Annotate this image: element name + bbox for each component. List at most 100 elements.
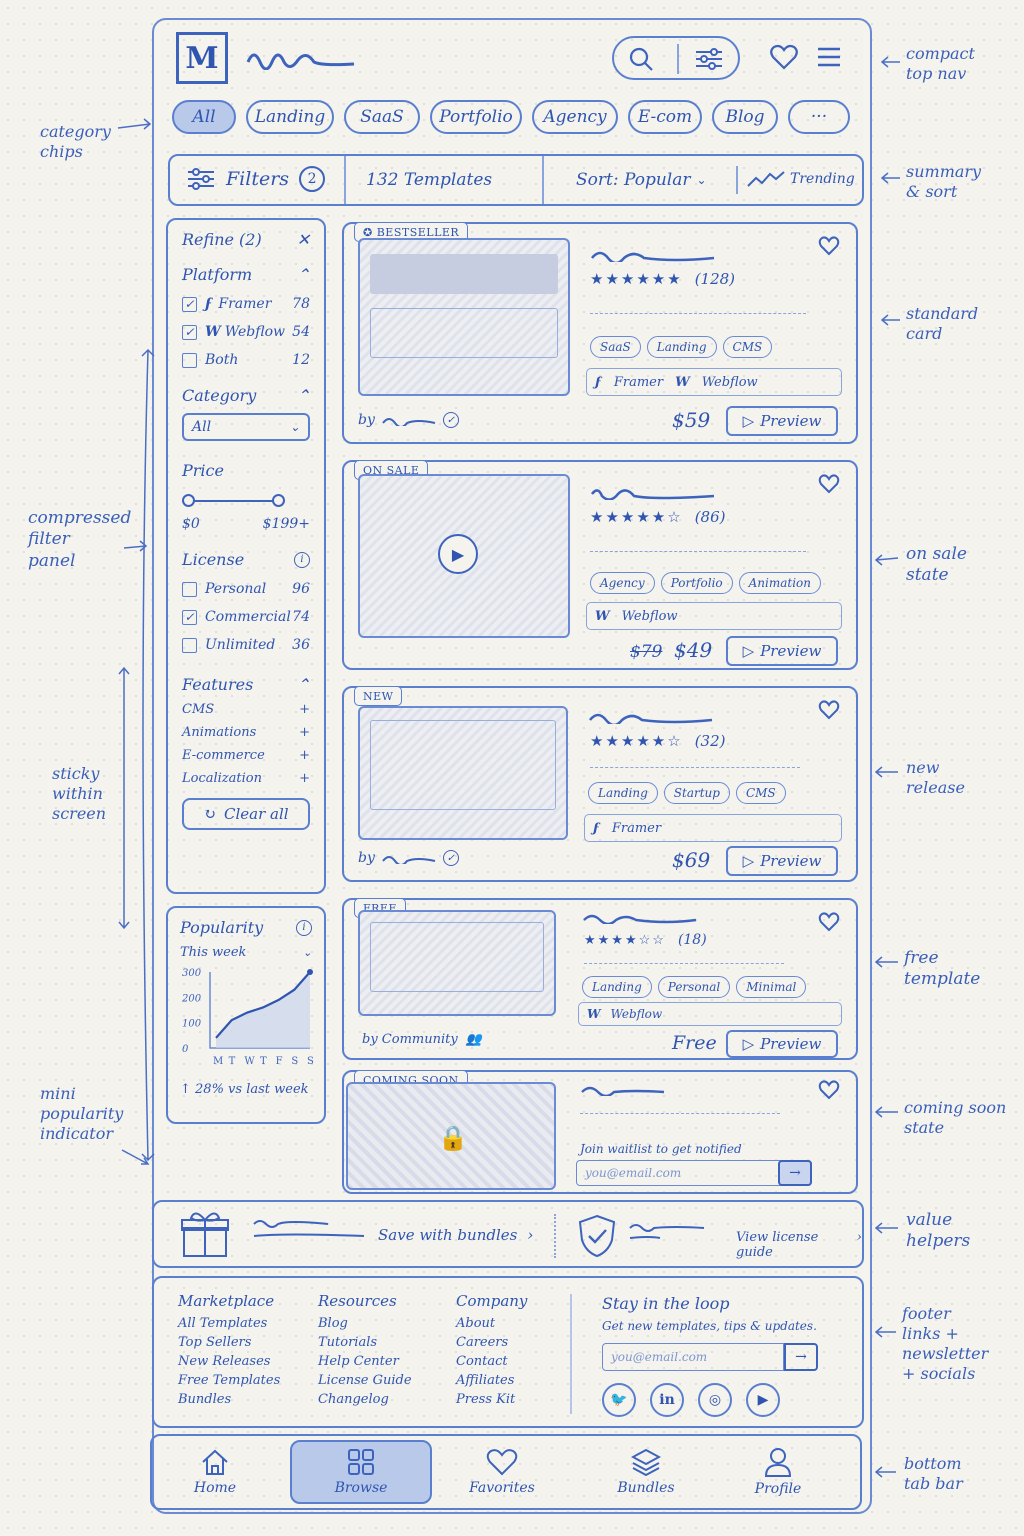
feature-animations[interactable]: Animations+ bbox=[182, 725, 310, 740]
license-option-unlimited[interactable]: Unlimited 36 bbox=[182, 637, 310, 653]
preview-button[interactable]: ▷Preview bbox=[726, 846, 838, 876]
footer-link[interactable]: All Templates bbox=[178, 1316, 268, 1331]
close-icon[interactable]: ✕ bbox=[296, 230, 310, 249]
chevron-up-icon[interactable]: ⌃ bbox=[296, 675, 310, 694]
chip-more[interactable]: ··· bbox=[788, 100, 850, 134]
license-guide-link[interactable]: View license guide› bbox=[736, 1230, 862, 1260]
footer-link[interactable]: Top Sellers bbox=[178, 1335, 252, 1350]
template-thumbnail[interactable] bbox=[358, 910, 556, 1016]
tag[interactable]: CMS bbox=[735, 782, 786, 804]
tag[interactable]: Portfolio bbox=[660, 572, 733, 594]
license-option-commercial[interactable]: ✓Commercial 74 bbox=[182, 609, 310, 625]
price-range-slider[interactable] bbox=[182, 494, 310, 508]
footer-link[interactable]: Free Templates bbox=[178, 1373, 281, 1388]
template-thumbnail[interactable]: ▶ bbox=[358, 474, 570, 638]
favorite-heart-icon[interactable] bbox=[818, 700, 840, 724]
chip-landing[interactable]: Landing bbox=[246, 100, 334, 134]
twitter-icon[interactable]: 🐦 bbox=[602, 1383, 636, 1417]
feature-ecommerce[interactable]: E-commerce+ bbox=[182, 748, 310, 763]
favorite-heart-icon[interactable] bbox=[818, 912, 840, 936]
logo[interactable]: M bbox=[176, 32, 228, 84]
footer-link[interactable]: About bbox=[456, 1316, 496, 1331]
checkbox-empty[interactable] bbox=[182, 637, 197, 653]
footer-link[interactable]: Blog bbox=[318, 1316, 348, 1331]
filters-button[interactable]: Filters 2 bbox=[186, 166, 326, 192]
chip-agency[interactable]: Agency bbox=[532, 100, 618, 134]
template-thumbnail[interactable] bbox=[358, 706, 568, 840]
feature-localization[interactable]: Localization+ bbox=[182, 771, 310, 786]
footer-link[interactable]: Press Kit bbox=[456, 1392, 516, 1407]
tag[interactable]: Personal bbox=[657, 976, 731, 998]
license-option-personal[interactable]: Personal 96 bbox=[182, 581, 310, 597]
checkbox-empty[interactable] bbox=[182, 352, 197, 368]
template-thumbnail[interactable] bbox=[358, 238, 570, 396]
tab-profile[interactable]: Profile bbox=[724, 1438, 832, 1506]
newsletter-email-input[interactable]: you@email.com bbox=[602, 1343, 784, 1371]
footer-link[interactable]: License Guide bbox=[318, 1373, 412, 1388]
preview-button[interactable]: ▷Preview bbox=[726, 406, 838, 436]
info-icon[interactable]: i bbox=[296, 919, 312, 936]
tag[interactable]: Agency bbox=[590, 572, 655, 594]
clear-all-button[interactable]: ↻Clear all bbox=[182, 798, 310, 830]
tag[interactable]: Landing bbox=[588, 782, 658, 804]
checkbox-empty[interactable] bbox=[182, 581, 197, 597]
play-video-icon[interactable]: ▶ bbox=[438, 534, 478, 574]
tab-favorites[interactable]: Favorites bbox=[450, 1438, 554, 1506]
tag[interactable]: Landing bbox=[646, 336, 717, 358]
tab-bundles[interactable]: Bundles bbox=[592, 1438, 700, 1506]
search-icon[interactable] bbox=[628, 46, 654, 76]
chip-portfolio[interactable]: Portfolio bbox=[430, 100, 522, 134]
tag[interactable]: Minimal bbox=[736, 976, 807, 998]
slider-handle-max[interactable] bbox=[272, 494, 285, 507]
linkedin-icon[interactable]: in bbox=[650, 1383, 684, 1417]
chip-ecom[interactable]: E-com bbox=[628, 100, 702, 134]
footer-link[interactable]: Bundles bbox=[178, 1392, 232, 1407]
menu-icon[interactable] bbox=[816, 46, 842, 72]
tag[interactable]: Animation bbox=[738, 572, 822, 594]
favorite-heart-icon[interactable] bbox=[818, 236, 840, 260]
preview-button[interactable]: ▷Preview bbox=[726, 636, 838, 666]
feature-cms[interactable]: CMS+ bbox=[182, 702, 310, 717]
period-select[interactable]: This week⌄ bbox=[180, 945, 312, 960]
instagram-icon[interactable]: ◎ bbox=[698, 1383, 732, 1417]
category-select[interactable]: All⌄ bbox=[182, 413, 310, 441]
slider-handle-min[interactable] bbox=[182, 494, 195, 507]
tag[interactable]: Startup bbox=[663, 782, 730, 804]
sliders-icon[interactable] bbox=[694, 46, 724, 76]
tag[interactable]: CMS bbox=[722, 336, 773, 358]
favorite-heart-icon[interactable] bbox=[818, 474, 840, 498]
preview-button[interactable]: ▷Preview bbox=[726, 1030, 838, 1058]
footer-link[interactable]: Changelog bbox=[318, 1392, 389, 1407]
checkbox-checked[interactable]: ✓ bbox=[182, 609, 197, 625]
info-icon[interactable]: i bbox=[294, 551, 310, 568]
chevron-up-icon[interactable]: ⌃ bbox=[296, 386, 310, 405]
chip-saas[interactable]: SaaS bbox=[344, 100, 420, 134]
footer-link[interactable]: New Releases bbox=[178, 1354, 271, 1369]
waitlist-submit-button[interactable]: → bbox=[778, 1160, 812, 1186]
chevron-up-icon[interactable]: ⌃ bbox=[296, 265, 310, 284]
checkbox-checked[interactable]: ✓ bbox=[182, 324, 197, 340]
footer-link[interactable]: Contact bbox=[456, 1354, 508, 1369]
footer-link[interactable]: Help Center bbox=[318, 1354, 399, 1369]
footer-link[interactable]: Careers bbox=[456, 1335, 509, 1350]
trending-toggle[interactable]: Trending bbox=[746, 168, 855, 190]
template-card-coming-soon[interactable]: COMING SOON 🔒 Join waitlist to get notif… bbox=[342, 1070, 858, 1194]
tag[interactable]: SaaS bbox=[590, 336, 641, 358]
chip-blog[interactable]: Blog bbox=[712, 100, 778, 134]
tab-home[interactable]: Home bbox=[160, 1438, 270, 1506]
platform-option-both[interactable]: Both 12 bbox=[182, 352, 310, 368]
checkbox-checked[interactable]: ✓ bbox=[182, 296, 197, 312]
newsletter-submit-button[interactable]: → bbox=[784, 1343, 818, 1371]
footer-link[interactable]: Tutorials bbox=[318, 1335, 378, 1350]
favorite-heart-icon[interactable] bbox=[818, 1080, 840, 1104]
footer-link[interactable]: Affiliates bbox=[456, 1373, 515, 1388]
youtube-icon[interactable]: ▶ bbox=[746, 1383, 780, 1417]
tag[interactable]: Landing bbox=[582, 976, 652, 998]
chip-all[interactable]: All bbox=[172, 100, 236, 134]
